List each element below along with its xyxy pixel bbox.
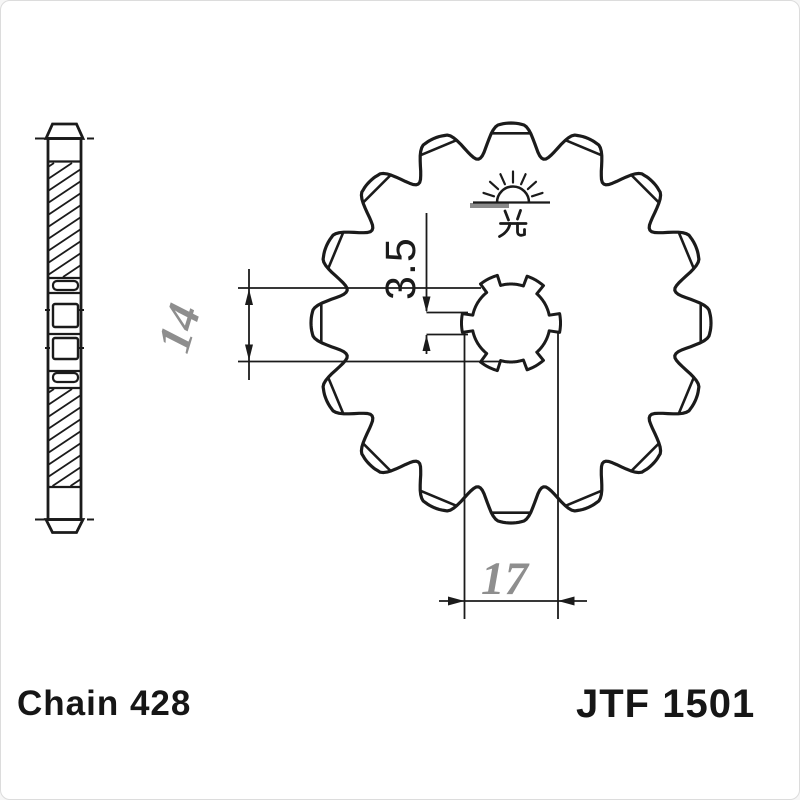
tooth-tip-chord — [362, 442, 392, 472]
hatch-line — [47, 252, 82, 276]
side-bottom-tooth — [43, 518, 86, 534]
dimension-14-label: 14 — [148, 298, 211, 358]
sun-ray — [526, 180, 538, 191]
logo-sun-rays — [482, 170, 544, 198]
hatch-line — [47, 406, 82, 430]
tooth-tip-chord — [564, 139, 603, 157]
tooth-tip-chord — [630, 174, 660, 204]
logo-sun-semicircle — [495, 185, 531, 203]
sun-ray — [530, 191, 544, 198]
sun-ray — [482, 191, 496, 198]
hatch-line — [52, 466, 82, 487]
section-hatching — [47, 162, 82, 487]
tooth-tip-chord — [419, 489, 458, 507]
logo-kanji-character — [498, 209, 528, 238]
arrowhead-left — [558, 596, 575, 606]
part-number-label: JTF 1501 — [576, 682, 755, 726]
hatch-line — [47, 162, 73, 180]
hatch-line — [47, 442, 82, 466]
hatch-line — [47, 216, 82, 240]
side-centerlines — [35, 137, 94, 521]
hatch-line — [47, 192, 82, 216]
arrowhead-down — [422, 296, 431, 313]
tooth-tip-chord — [630, 442, 660, 472]
sprocket-front-view — [309, 121, 713, 525]
tooth-tip-chord — [327, 231, 345, 270]
chain-size-label: Chain 428 — [17, 684, 191, 723]
dimension-17-label: 17 — [481, 553, 531, 605]
hatch-line — [47, 228, 82, 252]
hatch-line — [47, 418, 82, 442]
hatch-line — [47, 388, 55, 394]
sprocket-outline — [309, 121, 713, 525]
tooth-tip-chord — [327, 376, 345, 415]
hatch-line — [47, 394, 82, 418]
side-spline-slots — [45, 279, 84, 384]
arrowhead-right — [448, 596, 465, 606]
tooth-tip-chord — [419, 139, 458, 157]
sun-logo — [470, 170, 550, 238]
sun-ray — [488, 180, 500, 191]
arrowhead-down — [245, 344, 253, 361]
side-section-view — [35, 122, 94, 534]
hatch-line — [47, 162, 55, 168]
dimension-3-5-label: 3.5 — [377, 237, 425, 300]
sun-ray — [519, 173, 527, 186]
hatch-line — [47, 430, 82, 454]
side-top-tooth — [43, 122, 86, 140]
dimension-14: 14 — [148, 269, 504, 380]
hatch-line — [47, 180, 82, 204]
hatch-line — [70, 478, 82, 487]
hatch-line — [47, 204, 82, 228]
hatch-line — [47, 454, 82, 478]
tooth-tip-chord — [677, 376, 695, 415]
arrowhead-up — [245, 289, 253, 305]
dimension-3-5: 3.5 — [377, 213, 468, 354]
hatch-line — [62, 264, 82, 278]
hatch-line — [47, 168, 82, 192]
hatch-line — [47, 388, 73, 406]
sun-ray — [499, 173, 506, 186]
dimension-17: 17 — [439, 333, 587, 619]
side-section-lines — [48, 160, 81, 489]
tooth-tip-marks — [319, 132, 703, 515]
tooth-tip-chord — [677, 231, 695, 270]
hub-spline-bore — [460, 273, 562, 373]
tooth-tip-chord — [362, 174, 392, 204]
hatch-line — [47, 240, 82, 264]
tooth-tip-chord — [564, 489, 603, 507]
